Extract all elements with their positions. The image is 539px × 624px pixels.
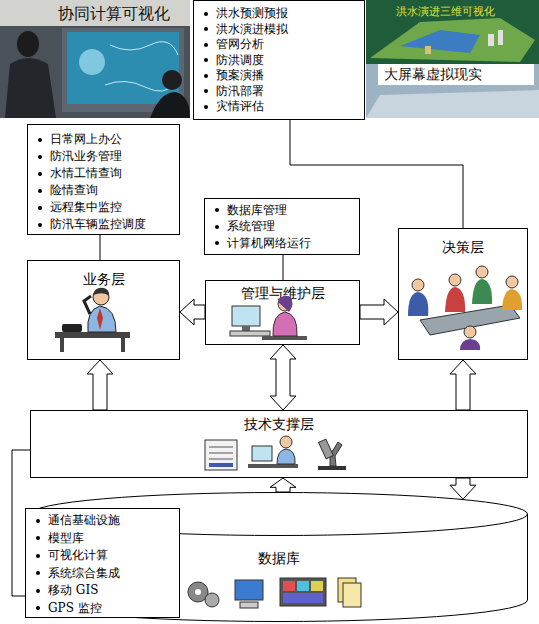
list-row: 防汛车辆监控调度 <box>38 216 175 233</box>
list-item: 计算机网络运行 <box>227 235 311 252</box>
bullet-dot <box>36 519 40 523</box>
bullet-dot <box>38 189 42 193</box>
connector-line <box>283 255 284 280</box>
block-arrow <box>450 478 476 499</box>
list-row: GPS 监控 <box>36 600 175 618</box>
list-row: 模型库 <box>36 530 175 548</box>
list-item: 洪水演进模拟 <box>216 21 288 38</box>
list-item: 日常网上办公 <box>50 131 122 148</box>
list-row: 日常网上办公 <box>38 131 175 148</box>
block-arrow <box>180 299 205 325</box>
list-box: 日常网上办公防汛业务管理水情工情查询险情查询远程集中监控防汛车辆监控调度 <box>27 124 180 235</box>
list-row: 系统管理 <box>215 219 355 236</box>
bullet-dot <box>215 208 219 212</box>
list-box: 洪水预测预报洪水演进模拟管网分析防洪调度预案演播防汛部署灾情评估 <box>193 0 365 120</box>
bullet-dot <box>36 589 40 593</box>
bullet-dot <box>36 554 40 558</box>
list-row: 水情工情查询 <box>38 165 175 182</box>
list-item: 险情查询 <box>50 182 98 199</box>
list-row: 灾情评估 <box>204 99 360 115</box>
bullet-dot <box>36 536 40 540</box>
list-item: 防汛部署 <box>216 83 264 100</box>
list-item: 防洪调度 <box>216 52 264 69</box>
bullet-dot <box>38 223 42 227</box>
list-row: 防汛部署 <box>204 84 360 100</box>
block-arrow <box>270 345 296 410</box>
list-row: 可视化计算 <box>36 547 175 565</box>
list-item: 管网分析 <box>216 36 264 53</box>
bullet-dot <box>204 105 208 109</box>
bullet-dot <box>204 27 208 31</box>
bullet-dot <box>204 43 208 47</box>
list-row: 防汛业务管理 <box>38 148 175 165</box>
layer-box: 决策层 <box>398 228 528 360</box>
layer-box: 业务层 <box>27 260 180 360</box>
layer-title: 业务层 <box>28 271 179 289</box>
list-row: 远程集中监控 <box>38 199 175 216</box>
list-box: 数据库管理系统管理计算机网络运行 <box>204 198 360 255</box>
layer-box: 管理与维护层 <box>205 280 360 345</box>
list-row: 管网分析 <box>204 37 360 53</box>
list-item: 洪水预测预报 <box>216 5 288 22</box>
list-row: 洪水演进模拟 <box>204 22 360 38</box>
bullet-dot <box>215 225 219 229</box>
bullet-dot <box>38 172 42 176</box>
block-arrow <box>450 360 476 410</box>
layer-title: 技术支撑层 <box>31 416 527 434</box>
list-item: GPS 监控 <box>48 600 102 617</box>
list-item: 远程集中监控 <box>50 199 122 216</box>
list-row: 计算机网络运行 <box>215 235 355 252</box>
bullet-dot <box>36 606 40 610</box>
bullet-dot <box>38 206 42 210</box>
list-row: 数据库管理 <box>215 202 355 219</box>
bullet-dot <box>38 155 42 159</box>
photo-collab <box>0 0 190 118</box>
photo-panel: 洪水演进三维可视化大屏幕虚拟现实 <box>366 0 539 118</box>
bullet-dot <box>38 138 42 142</box>
list-item: 数据库管理 <box>227 202 287 219</box>
photo-vr <box>366 0 539 118</box>
layer-title: 管理与维护层 <box>206 285 359 303</box>
bullet-dot <box>204 89 208 93</box>
photo-panel: 协同计算可视化 <box>0 0 190 118</box>
list-item: 水情工情查询 <box>50 165 122 182</box>
list-row: 系统综合集成 <box>36 565 175 583</box>
bullet-dot <box>204 74 208 78</box>
layer-title: 决策层 <box>399 239 527 257</box>
list-box: 通信基础设施模型库可视化计算系统综合集成移动 GISGPS 监控 <box>25 508 180 618</box>
block-arrow <box>87 360 113 410</box>
list-row: 险情查询 <box>38 182 175 199</box>
list-item: 系统综合集成 <box>48 565 120 582</box>
bullet-dot <box>204 12 208 16</box>
photo-caption: 大屏幕虚拟现实 <box>384 66 482 84</box>
list-row: 防洪调度 <box>204 53 360 69</box>
layer-box: 技术支撑层 <box>30 410 528 478</box>
block-arrow <box>270 478 296 492</box>
list-row: 预案演播 <box>204 68 360 84</box>
list-item: 移动 GIS <box>48 582 98 599</box>
list-item: 通信基础设施 <box>48 512 120 529</box>
list-row: 通信基础设施 <box>36 512 175 530</box>
list-item: 灾情评估 <box>216 98 264 115</box>
list-item: 可视化计算 <box>48 547 108 564</box>
bullet-dot <box>36 571 40 575</box>
list-item: 防汛业务管理 <box>50 148 122 165</box>
list-item: 模型库 <box>48 530 84 547</box>
bullet-dot <box>215 241 219 245</box>
list-item: 防汛车辆监控调度 <box>50 216 146 233</box>
photo-caption: 洪水演进三维可视化 <box>396 4 495 19</box>
block-arrow <box>360 299 398 325</box>
list-row: 移动 GIS <box>36 582 175 600</box>
connector-line <box>100 235 101 260</box>
bullet-dot <box>204 58 208 62</box>
list-item: 系统管理 <box>227 218 275 235</box>
photo-caption: 协同计算可视化 <box>58 4 170 25</box>
list-row: 洪水预测预报 <box>204 6 360 22</box>
list-item: 预案演播 <box>216 67 264 84</box>
